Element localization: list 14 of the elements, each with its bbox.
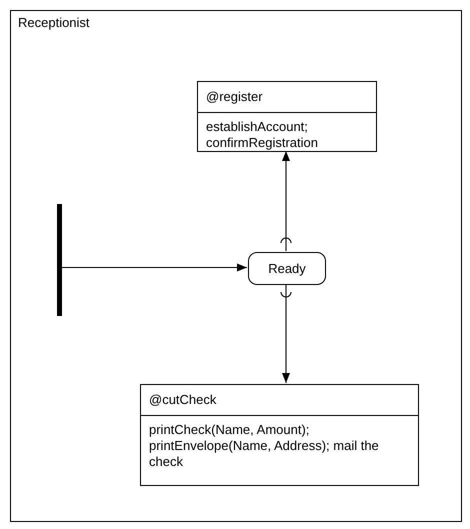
bar-symbol bbox=[57, 204, 62, 316]
state-name: @register bbox=[206, 89, 263, 105]
state-box bbox=[248, 252, 326, 285]
lane-title: Receptionist bbox=[18, 15, 90, 31]
arrow bbox=[282, 284, 290, 384]
state-box bbox=[140, 384, 419, 486]
state-box bbox=[197, 81, 377, 152]
arrow bbox=[282, 150, 290, 252]
action-list: printCheck(Name, Amount); printEnvelope(Name, Address); mail the check bbox=[149, 422, 414, 470]
action-list: establishAccount; confirmRegistration bbox=[206, 119, 372, 151]
state-name: Ready bbox=[268, 261, 306, 276]
state-name: @cutCheck bbox=[149, 392, 216, 408]
swimlane-frame bbox=[10, 10, 462, 522]
arrow bbox=[60, 264, 248, 272]
